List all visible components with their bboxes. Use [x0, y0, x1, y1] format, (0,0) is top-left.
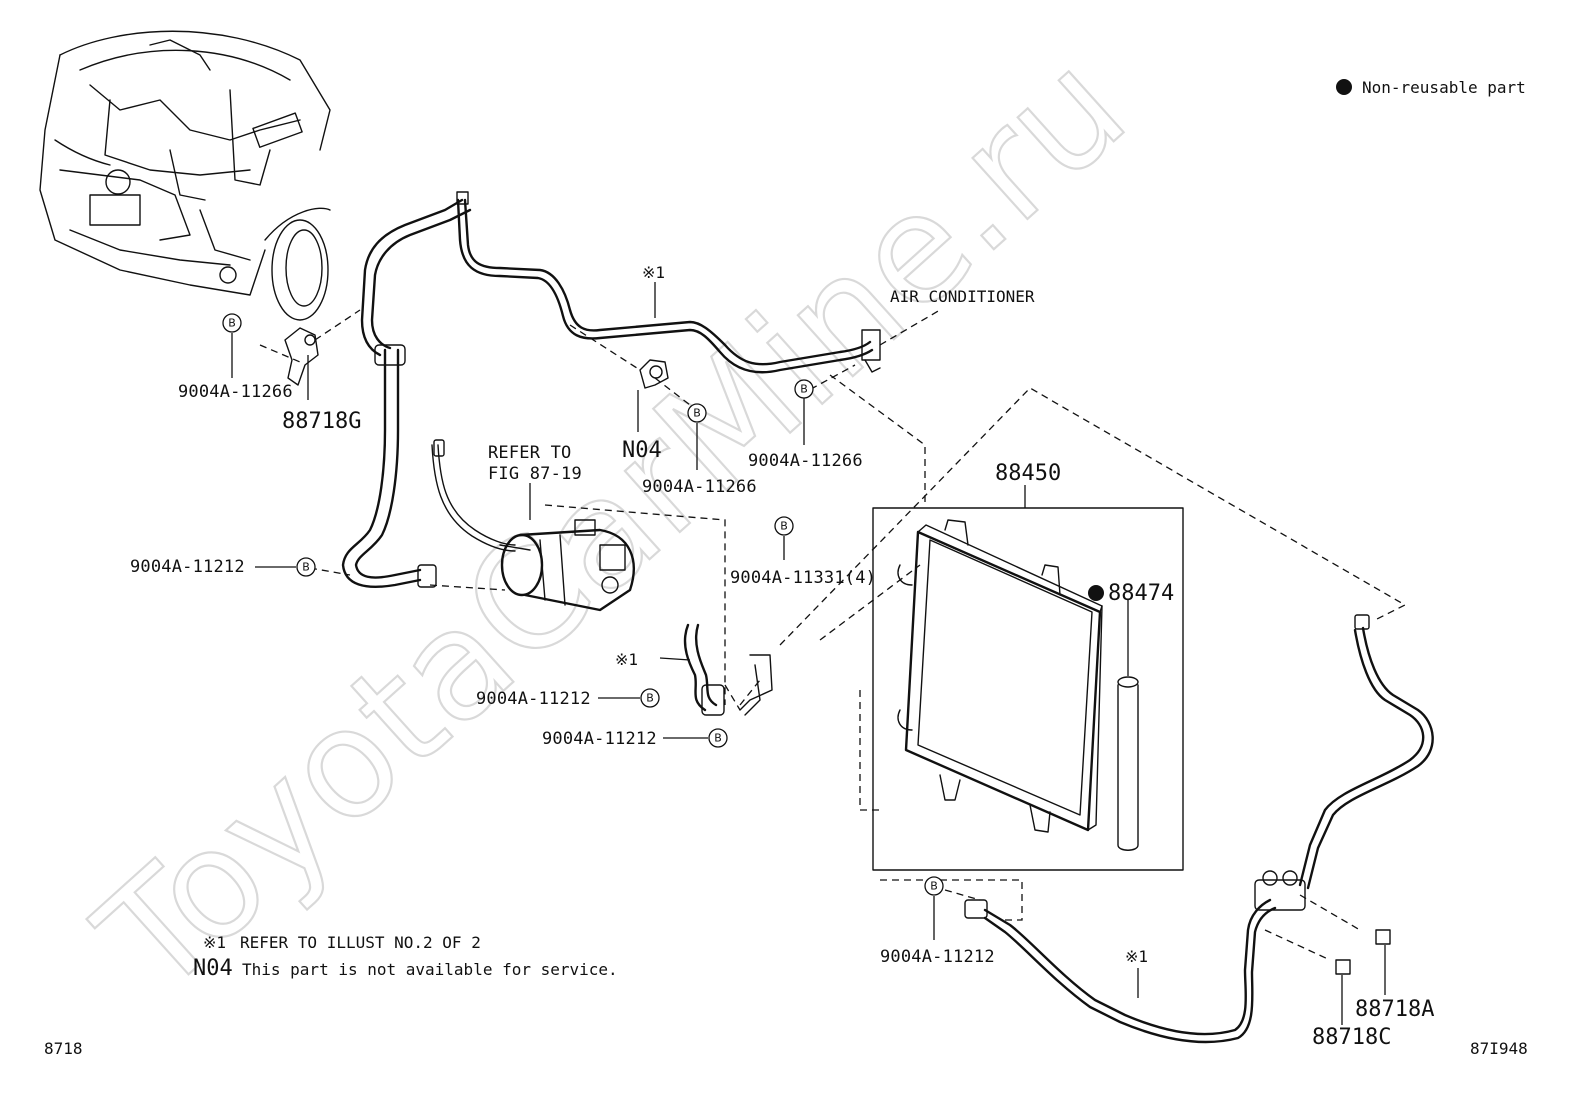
notes: ※1 REFER TO ILLUST NO.2 OF 2 N04 This pa… — [193, 933, 618, 981]
part-label-88718c: 88718C — [1312, 1025, 1391, 1050]
svg-text:B: B — [646, 692, 654, 705]
svg-text:B: B — [714, 732, 722, 745]
non-reusable-88474-icon — [1088, 585, 1104, 601]
part-label-9004a-11266-left: 9004A-11266 — [178, 382, 293, 402]
part-label-9004a-11266-right: 9004A-11266 — [748, 451, 863, 471]
svg-text:B: B — [780, 520, 788, 533]
bolt-symbols: B B B B B B B B — [222, 313, 944, 896]
vehicle-front-illustration-icon — [39, 30, 331, 321]
refer-to-line1: REFER TO — [488, 443, 571, 463]
ref-mark-bottom: ※1 — [1125, 947, 1148, 966]
ref-mark-top: ※1 — [642, 263, 665, 282]
svg-text:B: B — [302, 561, 310, 574]
bolt-b-icon: B — [774, 516, 794, 536]
footer-left-code: 8718 — [44, 1039, 83, 1058]
note1-mark: ※1 — [203, 933, 226, 952]
leader-lines — [231, 282, 1386, 1025]
refer-to-line2: FIG 87-19 — [488, 464, 582, 484]
clips-brackets-icon — [284, 327, 1391, 975]
part-label-88718a: 88718A — [1355, 997, 1434, 1022]
bolt-b-icon: B — [708, 728, 728, 748]
bolt-b-icon: B — [222, 313, 242, 333]
bolt-b-icon: B — [924, 876, 944, 896]
bolt-b-icon: B — [296, 557, 316, 577]
non-reusable-bullet-icon — [1336, 79, 1352, 95]
part-label-9004a-11266-mid: 9004A-11266 — [642, 477, 757, 497]
note2-mark: N04 — [193, 956, 233, 981]
part-label-9004a-11212-left: 9004A-11212 — [130, 557, 245, 577]
part-label-9004a-11212-mid1: 9004A-11212 — [476, 689, 591, 709]
legend: Non-reusable part — [1336, 78, 1526, 97]
note1-text: REFER TO ILLUST NO.2 OF 2 — [240, 933, 481, 952]
ref-mark-compressor: ※1 — [615, 650, 638, 669]
part-label-9004a-11212-bottom: 9004A-11212 — [880, 947, 995, 967]
part-label-88718g: 88718G — [282, 409, 361, 434]
svg-text:B: B — [800, 383, 808, 396]
footer-right-code: 87I948 — [1470, 1039, 1528, 1058]
part-label-88450: 88450 — [995, 461, 1061, 486]
bolt-b-icon: B — [687, 403, 707, 423]
svg-text:B: B — [693, 407, 701, 420]
refrigerant-pipes-icon — [341, 191, 1434, 1044]
part-label-88474: 88474 — [1108, 581, 1174, 606]
condenser-assembly — [872, 507, 1184, 871]
part-label-9004a-11212-mid2: 9004A-11212 — [542, 729, 657, 749]
bolt-b-icon: B — [794, 379, 814, 399]
svg-text:B: B — [228, 317, 236, 330]
svg-text:B: B — [930, 880, 938, 893]
note2-text: This part is not available for service. — [242, 960, 618, 979]
compressor-icon — [499, 519, 635, 612]
air-conditioner-label: AIR CONDITIONER — [890, 287, 1035, 306]
part-label-9004a-11331: 9004A-11331(4) — [730, 568, 876, 588]
bolt-b-icon: B — [640, 688, 660, 708]
legend-text: Non-reusable part — [1362, 78, 1526, 97]
dashed-lines — [259, 309, 1407, 961]
part-number-labels: 9004A-11266 88718G N04 9004A-11266 9004A… — [130, 263, 1434, 1050]
part-label-n04: N04 — [622, 438, 662, 463]
